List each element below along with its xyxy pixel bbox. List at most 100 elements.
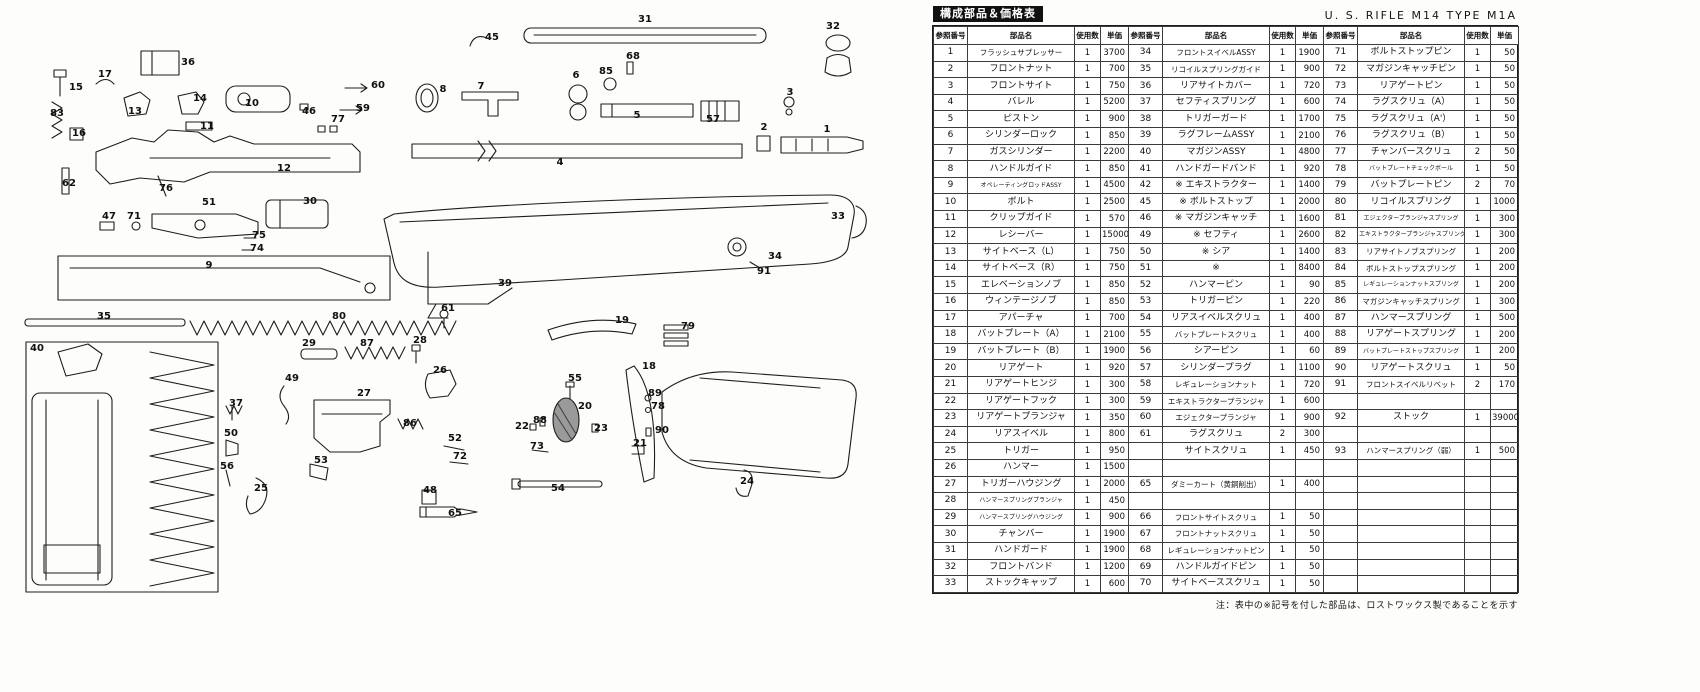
bolt-group-sketch xyxy=(57,199,391,301)
price-cell: 400 xyxy=(1295,475,1324,494)
diagram-callout-12: 12 xyxy=(277,163,291,174)
price-cell xyxy=(1490,458,1519,477)
ref-number-cell: 80 xyxy=(1323,193,1358,212)
part-name-cell: オペレーティングロッドASSY xyxy=(967,176,1075,195)
qty-cell: 1 xyxy=(1074,342,1101,361)
qty-cell: 1 xyxy=(1464,259,1491,278)
qty-cell: 1 xyxy=(1074,575,1101,593)
ref-number-cell: 35 xyxy=(1128,60,1163,79)
part-name-cell: フラッシュサプレッサー xyxy=(967,44,1075,62)
qty-cell: 1 xyxy=(1074,359,1101,377)
part-name-cell: リアゲートフック xyxy=(967,392,1075,411)
ref-number-cell xyxy=(1323,425,1358,444)
qty-cell: 1 xyxy=(1464,309,1491,328)
ref-number-cell xyxy=(1128,492,1163,510)
ref-number-cell: 49 xyxy=(1128,226,1163,245)
qty-cell: 1 xyxy=(1269,77,1296,95)
qty-cell: 2 xyxy=(1464,143,1491,162)
part-name-cell: ※ xyxy=(1162,259,1270,278)
ref-number-cell: 27 xyxy=(933,475,968,494)
diagram-callout-29: 29 xyxy=(302,338,316,349)
qty-cell: 1 xyxy=(1269,176,1296,195)
qty-cell: 1 xyxy=(1269,508,1296,527)
ref-number-cell: 86 xyxy=(1323,293,1358,311)
qty-cell xyxy=(1464,475,1491,494)
part-name-cell: ラグフレームASSY xyxy=(1162,127,1270,145)
diagram-callout-23: 23 xyxy=(594,423,608,434)
part-name-cell xyxy=(1357,475,1465,494)
part-name-cell: エキストラクタープランジャスプリング xyxy=(1357,226,1465,245)
diagram-callout-60: 60 xyxy=(371,80,385,91)
diagram-callout-40: 40 xyxy=(30,343,44,354)
qty-cell: 1 xyxy=(1464,226,1491,245)
col-part-name: 部品名 xyxy=(1162,26,1270,46)
price-cell: 600 xyxy=(1100,575,1129,593)
part-name-cell: ハンドガード xyxy=(967,541,1075,560)
table-row xyxy=(1323,425,1519,444)
diagram-callout-7: 7 xyxy=(477,81,485,92)
price-cell: 300 xyxy=(1295,425,1324,444)
ref-number-cell: 2 xyxy=(933,60,968,79)
qty-cell: 1 xyxy=(1269,259,1296,278)
diagram-callout-45: 45 xyxy=(485,32,499,43)
ref-number-cell: 34 xyxy=(1128,44,1163,62)
diagram-callout-28: 28 xyxy=(413,335,427,346)
price-cell: 750 xyxy=(1100,259,1129,278)
part-name-cell: ※ マガジンキャッチ xyxy=(1162,210,1270,228)
butt-assembly-sketch xyxy=(511,319,857,497)
magazine-sketch xyxy=(25,341,219,593)
part-name-cell: リアサイトカバー xyxy=(1162,77,1270,95)
qty-cell: 1 xyxy=(1074,276,1101,294)
price-cell: 50 xyxy=(1490,127,1519,145)
price-cell: 200 xyxy=(1490,243,1519,261)
diagram-callout-50: 50 xyxy=(224,428,238,439)
qty-cell xyxy=(1464,525,1491,543)
part-name-cell: ボルト xyxy=(967,193,1075,212)
price-cell: 1400 xyxy=(1295,243,1324,261)
price-cell xyxy=(1490,425,1519,444)
part-name-cell xyxy=(1357,425,1465,444)
price-cell: 1900 xyxy=(1100,342,1129,361)
part-name-cell xyxy=(1357,508,1465,527)
ref-number-cell: 29 xyxy=(933,508,968,527)
price-cell: 2200 xyxy=(1100,143,1129,162)
ref-number-cell: 73 xyxy=(1323,77,1358,95)
part-name-cell xyxy=(1162,492,1270,510)
part-name-cell xyxy=(1357,458,1465,477)
price-cell: 600 xyxy=(1295,93,1324,112)
diagram-callout-36: 36 xyxy=(181,57,195,68)
ref-number-cell: 66 xyxy=(1128,508,1163,527)
part-name-cell: エジェクタープランジャ xyxy=(1162,409,1270,427)
col-part-name: 部品名 xyxy=(1357,26,1465,46)
stock-sketch xyxy=(383,194,867,329)
qty-cell: 1 xyxy=(1269,44,1296,62)
part-name-cell: サイトベーススクリュ xyxy=(1162,575,1270,593)
qty-cell: 1 xyxy=(1269,375,1296,394)
diagram-callout-54: 54 xyxy=(551,483,565,494)
ref-number-cell: 26 xyxy=(933,458,968,477)
ref-number-cell: 17 xyxy=(933,309,968,328)
ref-number-cell: 58 xyxy=(1128,375,1163,394)
ref-number-cell: 18 xyxy=(933,326,968,344)
diagram-callout-4: 4 xyxy=(556,157,564,168)
price-cell: 50 xyxy=(1490,143,1519,162)
diagram-callout-10: 10 xyxy=(245,98,259,109)
price-cell xyxy=(1490,541,1519,560)
price-cell xyxy=(1490,492,1519,510)
diagram-callout-61: 61 xyxy=(441,303,455,314)
col-qty: 使用数 xyxy=(1074,26,1101,46)
